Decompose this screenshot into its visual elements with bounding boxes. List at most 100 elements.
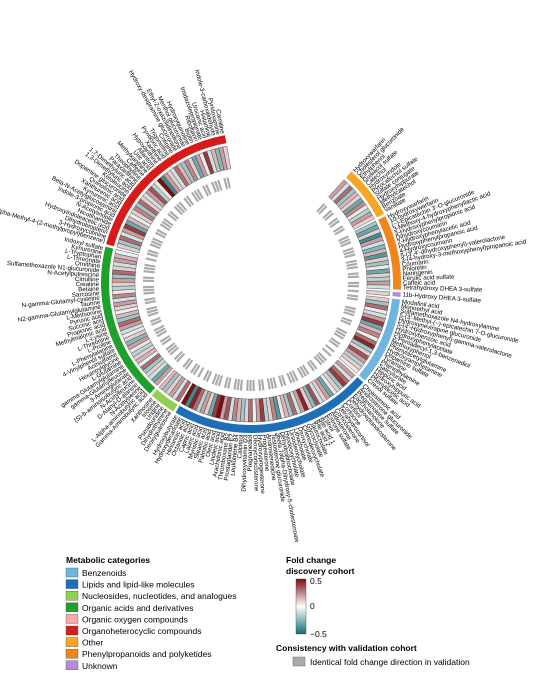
consistency-mark bbox=[329, 219, 340, 228]
consistency-mark bbox=[146, 252, 158, 258]
heat-cell bbox=[338, 355, 360, 374]
consistency-mark bbox=[153, 324, 165, 332]
consistency-mark bbox=[223, 376, 229, 389]
metabolite-label: Betaine bbox=[78, 286, 100, 294]
consistency-mark bbox=[182, 357, 191, 368]
consistency-mark bbox=[214, 374, 221, 386]
metabolite-label: Tetrahydroxy DHEA 3-sulfate bbox=[403, 284, 483, 293]
consistency-mark bbox=[205, 184, 212, 196]
consistency-mark bbox=[315, 353, 325, 364]
category-legend-label: Nucleosides, nucleotides, and analogues bbox=[82, 591, 237, 601]
metabolite-label: Creatine bbox=[76, 281, 100, 288]
metabolite-label: L-Threonate bbox=[67, 254, 102, 266]
heat-cell bbox=[366, 280, 391, 286]
consistency-mark bbox=[192, 364, 201, 376]
heat-cell bbox=[222, 145, 232, 170]
consistency-mark bbox=[214, 180, 220, 192]
consistency-mark bbox=[161, 337, 172, 346]
consistency-mark bbox=[149, 243, 161, 250]
category-swatch bbox=[65, 614, 79, 624]
consistency-mark bbox=[327, 217, 339, 226]
consistency-mark bbox=[143, 269, 155, 274]
colorscale-title-1: Fold change bbox=[286, 555, 336, 565]
consistency-mark bbox=[340, 241, 352, 248]
consistency-mark bbox=[178, 201, 188, 212]
category-legend-label: Organoheterocyclic compounds bbox=[82, 626, 202, 636]
consistency-mark bbox=[156, 228, 168, 237]
metabolite-label: Ferulic acid sulfate bbox=[403, 274, 455, 283]
consistency-mark bbox=[322, 209, 332, 219]
consistency-mark bbox=[173, 350, 184, 361]
consistency-mark bbox=[154, 231, 166, 239]
heat-cell bbox=[248, 398, 253, 423]
metabolite-label: Dihydroxyvitamin D3 bbox=[240, 434, 249, 492]
consistency-mark bbox=[269, 377, 275, 389]
consistency-mark bbox=[161, 220, 172, 229]
metabolite-label: Progesterone bbox=[260, 434, 270, 472]
consistency-mark bbox=[150, 240, 162, 247]
consistency-mark bbox=[306, 361, 315, 372]
category-legend-label: Unknown bbox=[82, 661, 118, 671]
category-ring bbox=[101, 135, 401, 433]
consistency-mark bbox=[167, 212, 178, 222]
consistency-mark bbox=[144, 297, 156, 302]
consistency-mark bbox=[339, 238, 351, 245]
consistency-mark bbox=[152, 237, 164, 244]
consistency-legend-title: Consistency with validation cohort bbox=[276, 643, 417, 653]
consistency-mark bbox=[226, 177, 231, 189]
consistency-mark bbox=[272, 377, 278, 389]
consistency-mark bbox=[313, 355, 323, 366]
consistency-mark bbox=[328, 339, 339, 348]
consistency-mark bbox=[340, 319, 352, 326]
colorscale-tick-bottom: −0.5 bbox=[310, 629, 327, 639]
consistency-mark bbox=[318, 205, 328, 215]
category-band bbox=[378, 216, 401, 290]
consistency-mark bbox=[191, 191, 199, 203]
fold-change-ring bbox=[111, 145, 391, 423]
consistency-legend: Consistency with validation cohort Ident… bbox=[276, 643, 470, 667]
consistency-mark bbox=[249, 379, 252, 391]
consistency-mark bbox=[321, 347, 332, 357]
consistency-mark bbox=[156, 330, 168, 338]
consistency-mark bbox=[344, 253, 356, 259]
consistency-mark bbox=[202, 185, 210, 197]
metabolite-label: Calcitriol bbox=[236, 434, 245, 458]
consistency-mark bbox=[316, 203, 326, 213]
consistency-mark bbox=[345, 259, 357, 264]
metabolite-label: Ornithine bbox=[75, 260, 101, 270]
consistency-mark bbox=[202, 369, 210, 381]
metabolite-label: N-Acetylputrescine bbox=[47, 269, 100, 279]
consistency-mark bbox=[149, 316, 161, 323]
consistency-mark bbox=[176, 203, 186, 214]
consistency-mark bbox=[146, 305, 158, 311]
consistency-mark bbox=[145, 257, 157, 262]
consistency-mark bbox=[280, 374, 287, 386]
consistency-mark bbox=[332, 225, 344, 233]
consistency-mark bbox=[343, 311, 355, 317]
colorscale-bar bbox=[295, 578, 307, 635]
category-band bbox=[101, 246, 156, 394]
consistency-mark bbox=[309, 359, 318, 370]
metabolite-label: Hydroxyprogesterone bbox=[256, 435, 266, 495]
heat-cell bbox=[114, 249, 139, 259]
consistency-mark bbox=[176, 352, 186, 363]
consistency-mark bbox=[324, 212, 335, 222]
category-swatch bbox=[65, 602, 79, 612]
category-swatch bbox=[65, 637, 79, 647]
consistency-mark bbox=[317, 351, 328, 362]
colorscale-title-2: discovery cohort bbox=[286, 566, 355, 576]
consistency-mark bbox=[143, 266, 156, 271]
consistency-mark bbox=[301, 364, 310, 375]
consistency-mark bbox=[344, 308, 356, 314]
consistency-mark bbox=[299, 366, 307, 377]
metabolite-label: Deoxycorticosterone bbox=[251, 435, 259, 492]
colorscale-legend: Fold change discovery cohort 0.5 0 −0.5 bbox=[286, 555, 355, 639]
metabolite-label: Caffeic acid bbox=[403, 280, 436, 287]
consistency-mark bbox=[143, 291, 155, 295]
category-legend-label: Organic oxygen compounds bbox=[82, 614, 188, 624]
consistency-mark bbox=[184, 359, 194, 370]
consistency-mark bbox=[143, 276, 155, 280]
category-swatch bbox=[65, 591, 79, 601]
consistency-mark bbox=[169, 346, 180, 356]
